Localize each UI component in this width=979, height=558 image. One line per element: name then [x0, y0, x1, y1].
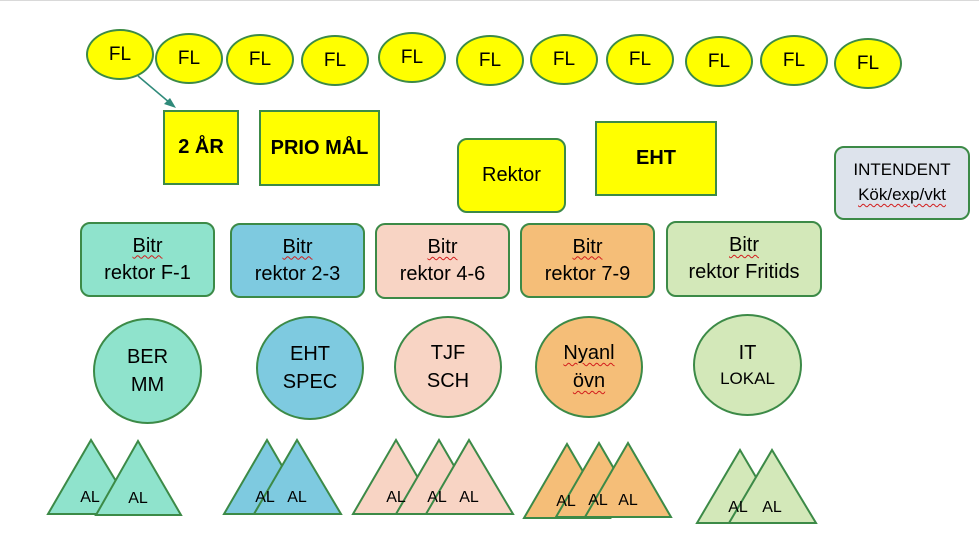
circle-label: TJF — [430, 342, 466, 364]
intendent-box: INTENDENT Kök/exp/vkt — [834, 146, 970, 220]
fl-ellipse: FL — [685, 36, 753, 87]
intendent-subtitle: Kök/exp/vkt — [858, 185, 946, 204]
bitr-role-label: rektor Fritids — [688, 261, 800, 283]
fl-ellipse: FL — [226, 34, 294, 85]
circle-label: BER — [126, 346, 169, 368]
al-label: AL — [427, 489, 447, 506]
prio-goal-label: PRIO MÅL — [270, 136, 369, 159]
al-label: AL — [618, 492, 638, 509]
fl-ellipse: FL — [834, 38, 902, 89]
fl-ellipse: FL — [301, 35, 369, 86]
ber-mm-circle: BER MM — [93, 318, 202, 424]
bitr-rektor-fritids-box: Bitr rektor Fritids — [666, 221, 822, 297]
bitr-role-label: rektor 4-6 — [399, 263, 486, 285]
al-label: AL — [588, 492, 608, 509]
rektor-label: Rektor — [482, 164, 541, 186]
nyanl-ovn-circle: Nyanl övn — [535, 316, 643, 418]
intendent-title: INTENDENT — [853, 160, 951, 180]
al-triangle — [94, 438, 183, 516]
top-divider — [0, 0, 979, 1]
al-triangle — [252, 438, 343, 515]
eht-box: EHT — [595, 121, 717, 196]
al-label: AL — [728, 499, 748, 516]
bitr-role-label: rektor 2-3 — [254, 262, 341, 285]
two-years-label: 2 ÅR — [178, 136, 224, 158]
al-triangle — [727, 448, 818, 524]
circle-label: IT — [738, 342, 757, 365]
fl-ellipse: FL — [530, 34, 598, 85]
circle-sublabel: SCH — [426, 370, 470, 392]
al-label: AL — [287, 489, 307, 506]
bitr-label: Bitr — [729, 234, 759, 256]
fl-ellipse: FL — [155, 33, 223, 84]
fl-label: FL — [782, 49, 806, 71]
tjf-sch-circle: TJF SCH — [394, 316, 502, 418]
fl-label: FL — [323, 49, 347, 71]
al-label: AL — [80, 489, 100, 506]
fl-label: FL — [628, 48, 652, 70]
two-years-box: 2 ÅR — [163, 110, 239, 185]
fl-ellipse: FL — [378, 32, 446, 83]
circle-label: Nyanl — [563, 342, 615, 364]
bitr-rektor-7-9-box: Bitr rektor 7-9 — [520, 223, 655, 298]
fl-ellipse: FL — [86, 29, 154, 80]
bitr-label: Bitr — [132, 234, 163, 257]
bitr-role-label: rektor 7-9 — [544, 262, 631, 285]
al-label: AL — [255, 489, 275, 506]
fl-label: FL — [552, 48, 576, 70]
fl-label: FL — [478, 49, 502, 71]
fl-label: FL — [108, 43, 132, 65]
bitr-label: Bitr — [282, 235, 313, 258]
al-label: AL — [386, 489, 406, 506]
circle-sublabel: LOKAL — [720, 369, 775, 389]
fl-label: FL — [707, 50, 731, 72]
eht-label: EHT — [636, 147, 676, 169]
bitr-rektor-f1-box: Bitr rektor F-1 — [80, 222, 215, 297]
circle-sublabel: SPEC — [282, 371, 338, 393]
al-label: AL — [556, 493, 576, 510]
bitr-rektor-4-6-box: Bitr rektor 4-6 — [375, 223, 510, 299]
it-lokal-circle: IT LOKAL — [693, 314, 802, 416]
bitr-label: Bitr — [427, 236, 458, 258]
al-label: AL — [459, 489, 479, 506]
al-label: AL — [762, 499, 782, 516]
circle-label: EHT — [290, 343, 330, 365]
eht-spec-circle: EHT SPEC — [256, 316, 364, 420]
fl-ellipse: FL — [760, 35, 828, 86]
bitr-rektor-2-3-box: Bitr rektor 2-3 — [230, 223, 365, 298]
circle-sublabel: MM — [130, 374, 165, 396]
al-triangle — [424, 438, 515, 515]
bitr-role-label: rektor F-1 — [104, 261, 191, 284]
fl-label: FL — [248, 48, 272, 70]
fl-ellipse: FL — [456, 35, 524, 86]
fl-label: FL — [400, 46, 424, 68]
rektor-box: Rektor — [457, 138, 566, 213]
fl-label: FL — [856, 52, 880, 74]
fl-ellipse: FL — [606, 34, 674, 85]
bitr-label: Bitr — [572, 235, 603, 258]
al-triangle — [583, 441, 673, 518]
prio-goal-box: PRIO MÅL — [259, 110, 380, 186]
fl-label: FL — [177, 47, 201, 69]
al-label: AL — [128, 490, 148, 507]
circle-sublabel: övn — [572, 370, 606, 392]
